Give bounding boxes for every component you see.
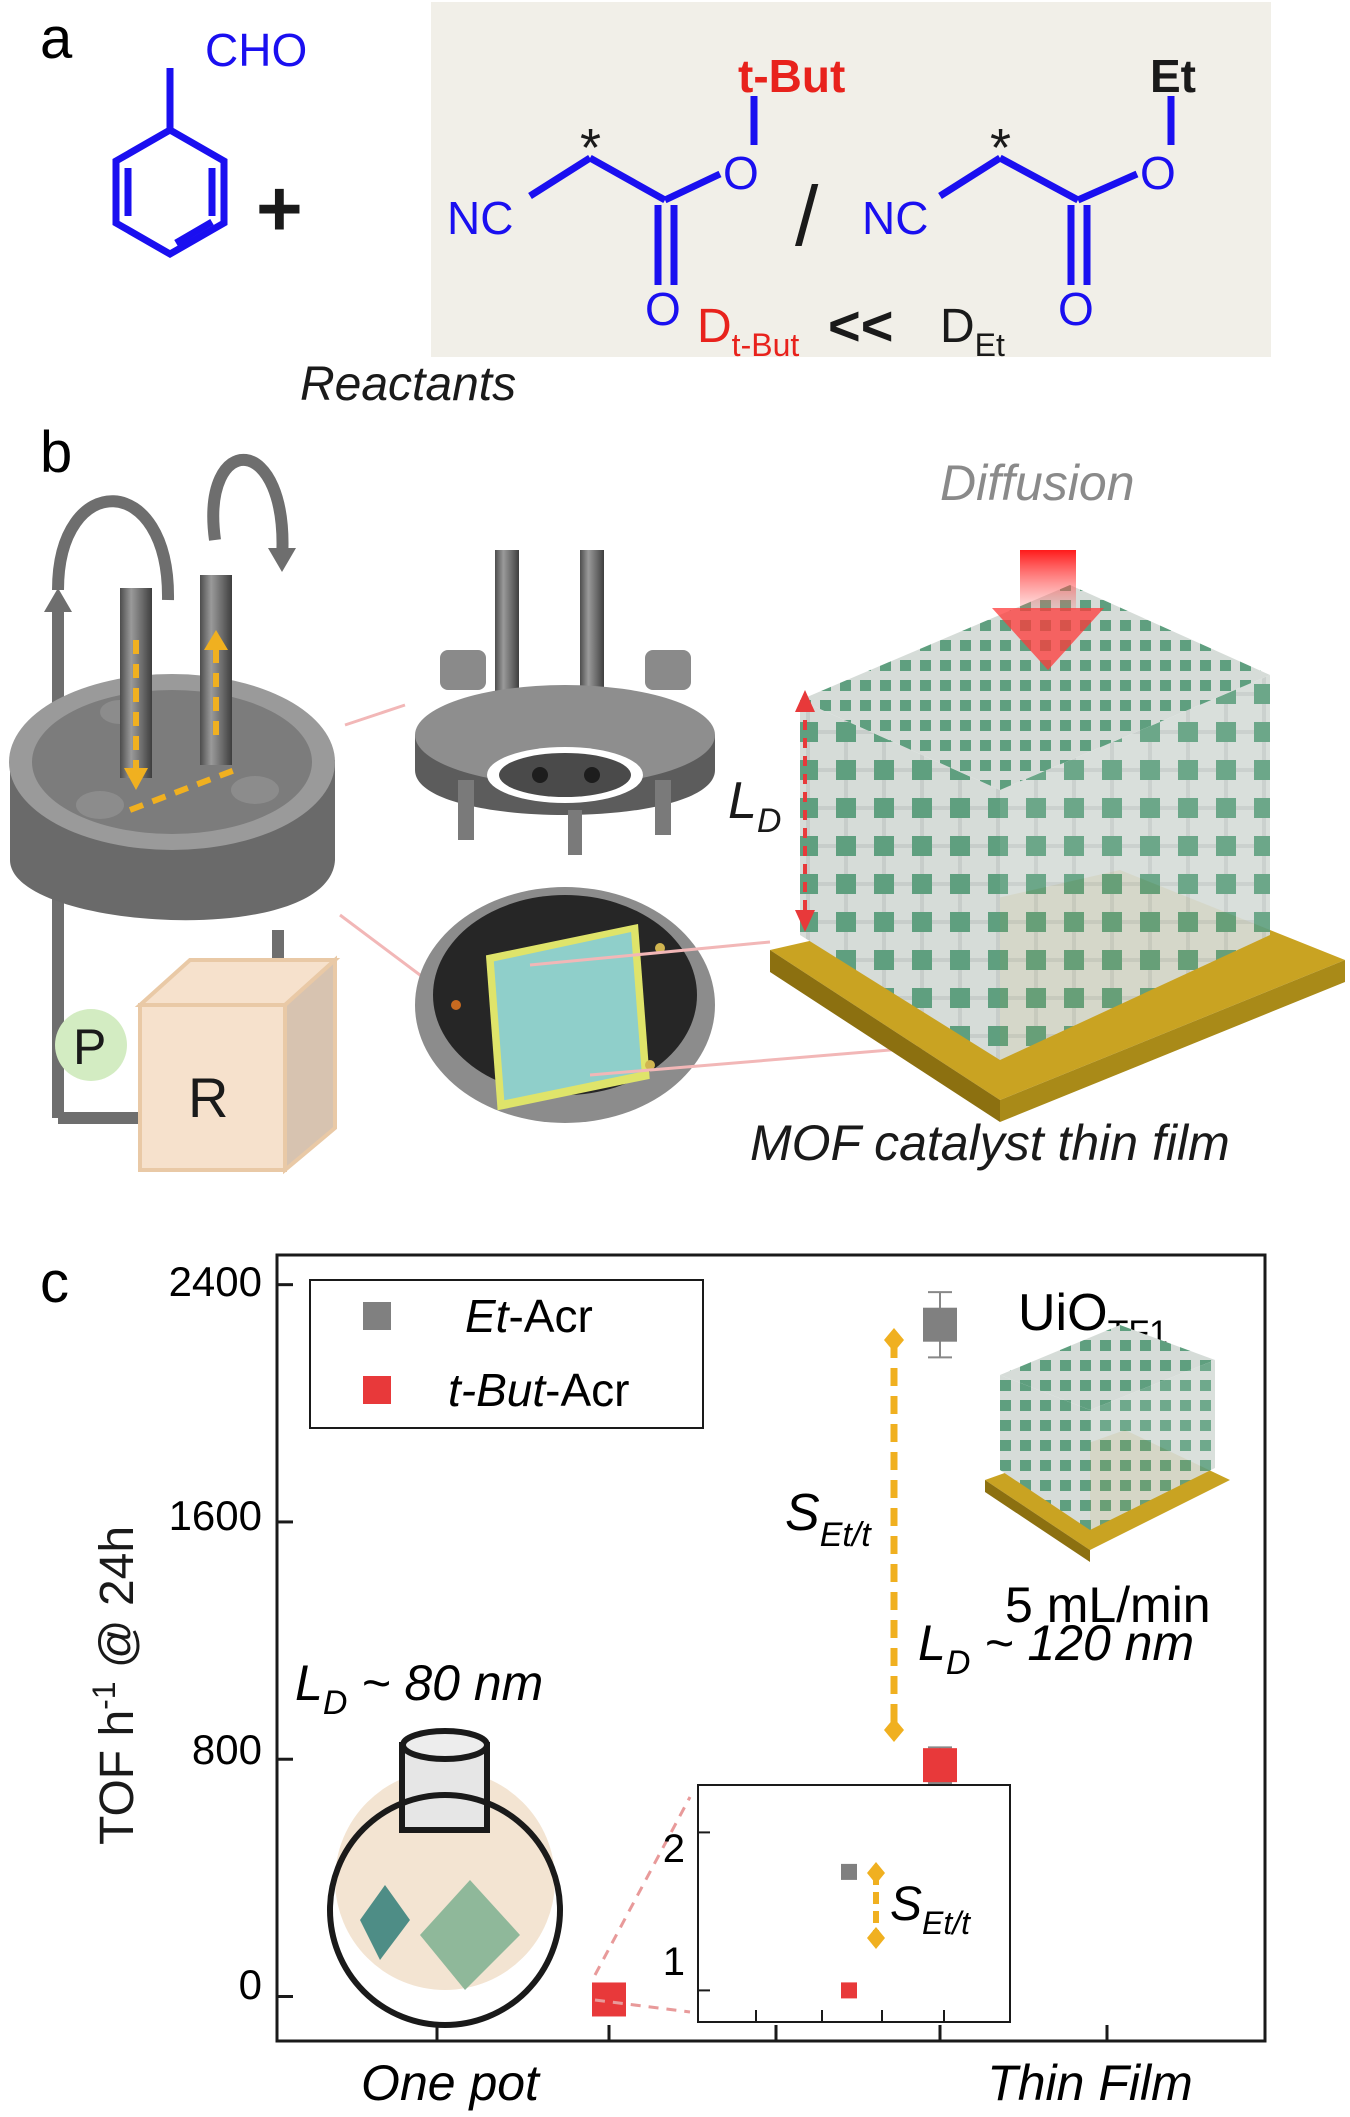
tbut-star: * [580, 118, 601, 178]
flow-rate-label: 5 mL/min [1005, 1577, 1211, 1633]
pump-circle [55, 1009, 127, 1081]
et-ester-structure [938, 96, 1175, 285]
loop-arrowhead-down [268, 548, 296, 572]
flow-direction-arrows [128, 640, 242, 813]
legend: Et-Acr t-But-Acr [309, 1279, 704, 1429]
data-point [923, 1748, 957, 1783]
tbut-carbonyl-o: O [645, 283, 681, 335]
y-axis-label: TOF h-1 @ 24h [86, 1526, 144, 1845]
loop-arrowhead-up [44, 588, 72, 612]
plot-frame [275, 1253, 1267, 2043]
data-point [923, 1307, 957, 1342]
cell-base [415, 887, 715, 1123]
tbut-nc: NC [447, 192, 513, 244]
y-tick-label: 800 [192, 1726, 262, 1773]
separator-slash: / [795, 169, 819, 263]
d-tbut: Dt-But [697, 300, 799, 363]
main-axis-ticks [277, 1283, 1109, 2041]
panel-a: a CHO + NC * O O t-But / [40, 2, 1271, 411]
benzaldehyde-structure [112, 68, 228, 259]
et-nc: NC [862, 192, 928, 244]
d-et: DEt [940, 300, 1005, 363]
legend-swatch-et [363, 1302, 391, 1330]
ld-arrow [795, 690, 815, 932]
inset-y-tick-label: 2 [663, 1827, 685, 1871]
legend-swatch-tbut [363, 1376, 391, 1404]
much-less-than: << [828, 294, 893, 357]
et-group-label: Et [1150, 50, 1196, 102]
panel-a-label: a [40, 6, 73, 71]
inset-data-points [841, 1863, 857, 1999]
uio-mini-cube [985, 1325, 1230, 1562]
diffusion-label: Diffusion [940, 455, 1135, 511]
et-carbonyl-o: O [1058, 283, 1094, 335]
inset-selectivity-arrow [867, 1862, 885, 1949]
film-caption: MOF catalyst thin film [750, 1115, 1230, 1171]
ld-thin-film-label: LD ~ 120 nm [918, 1615, 1194, 1682]
tbut-group-label: t-But [738, 50, 845, 102]
inset-data-point [841, 1982, 857, 1999]
plus-sign: + [256, 164, 303, 253]
one-pot-flask [327, 1728, 563, 2028]
cell-lid [415, 550, 715, 855]
panel-b: b [9, 420, 1345, 1175]
x-tick-label-one-pot: One pot [361, 2055, 541, 2111]
tbut-ester-structure [528, 96, 758, 285]
selectivity-label: SEt/t [785, 1484, 872, 1554]
y-tick-label: 1600 [169, 1492, 262, 1539]
selectivity-arrow [884, 1328, 904, 1742]
inset-y-tick-label: 1 [663, 1940, 685, 1984]
reservoir-label: R [188, 1066, 228, 1129]
aldehyde-group: CHO [205, 24, 307, 76]
y-tick-label: 2400 [169, 1258, 262, 1305]
ld-label: LD [728, 772, 781, 840]
diffusion-arrowhead [992, 608, 1104, 670]
y-tick-labels: 2400 1600 800 0 [169, 1258, 262, 2008]
x-tick-label-thin-film: Thin Film [987, 2055, 1193, 2111]
et-ester-o: O [1140, 147, 1176, 199]
diffusion-beam [1020, 550, 1076, 610]
inset-selectivity-label: SEt/t [890, 1878, 971, 1941]
legend-label-et: Et-Acr [465, 1290, 593, 1342]
outlet-tube [200, 575, 232, 765]
inset-axis-ticks [698, 1831, 945, 2022]
mof-thin-film-cube [770, 585, 1345, 1122]
flow-cell [9, 674, 335, 921]
panel-c-label: c [40, 1250, 69, 1315]
ld-one-pot-label: LD ~ 80 nm [295, 1655, 543, 1722]
y-tick-label: 0 [239, 1961, 262, 2008]
legend-label-tbut: t-But-Acr [448, 1364, 629, 1416]
et-star: * [990, 118, 1011, 178]
reservoir-box [134, 955, 341, 1175]
pump-label: P [73, 1019, 106, 1075]
tbut-ester-o: O [723, 147, 759, 199]
panel-c: c 2400 1600 800 0 TOF h-1 @ 24h One pot … [40, 1250, 1267, 2111]
reactants-caption: Reactants [300, 358, 516, 411]
panel-b-label: b [40, 420, 72, 485]
inset-data-point [841, 1863, 857, 1880]
